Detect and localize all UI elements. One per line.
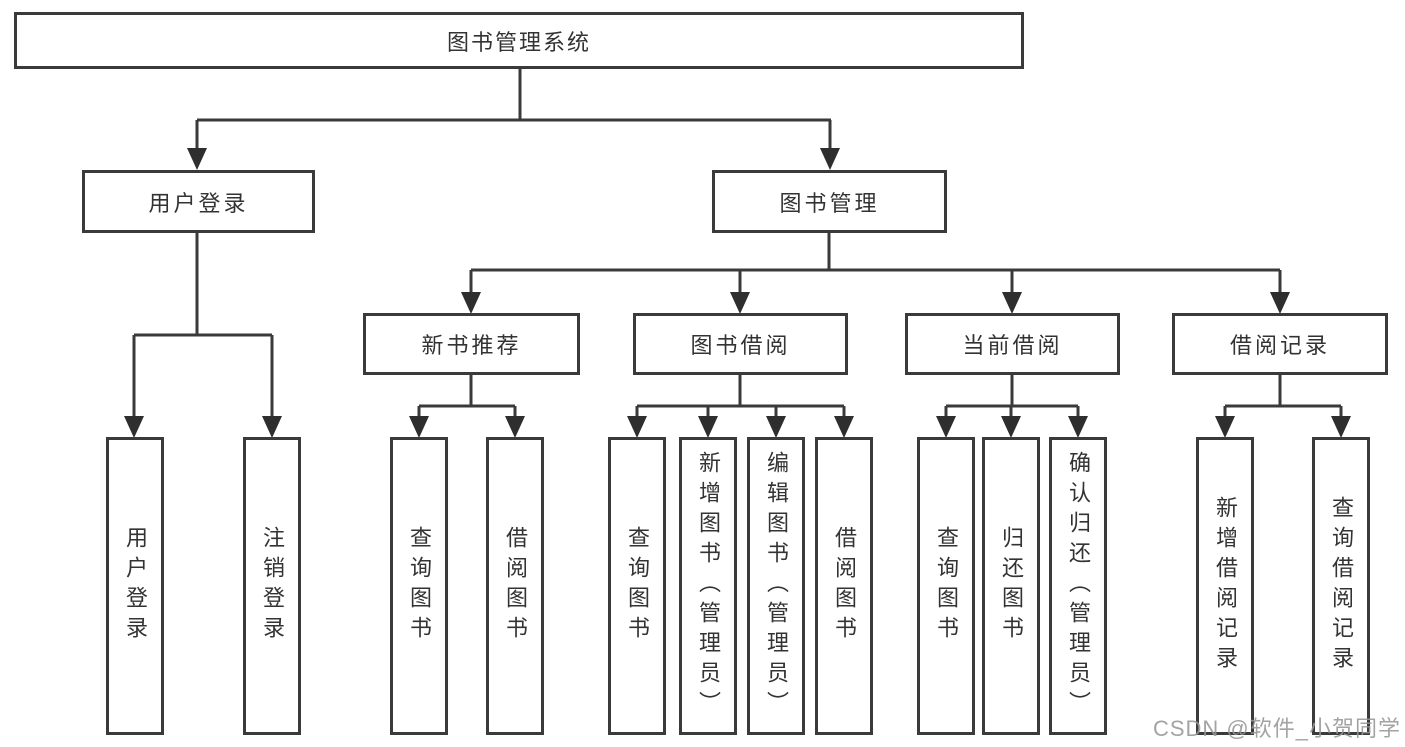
- leaf-add-borrow-record: 新增借阅记录: [1196, 437, 1254, 735]
- node-user-login: 用户登录: [82, 170, 315, 233]
- node-label: 借阅图书: [832, 526, 857, 646]
- leaf-logout: 注销登录: [243, 437, 301, 735]
- leaf-edit-book-admin: 编辑图书（管理员）: [747, 437, 805, 735]
- node-label: 查询图书: [625, 526, 650, 646]
- node-label: 图书借阅: [690, 333, 791, 358]
- node-label: 借阅图书: [503, 526, 528, 646]
- node-label: 查询图书: [407, 526, 432, 646]
- node-label: 新增图书（管理员）: [696, 451, 721, 721]
- leaf-query-books-3: 查询图书: [917, 437, 975, 735]
- leaf-add-book-admin: 新增图书（管理员）: [679, 437, 737, 735]
- leaf-user-login: 用户登录: [106, 437, 164, 735]
- node-label: 借阅记录: [1229, 333, 1330, 358]
- node-library-management-system: 图书管理系统: [14, 12, 1024, 69]
- node-current-borrow: 当前借阅: [905, 313, 1120, 375]
- node-label: 归还图书: [999, 526, 1024, 646]
- csdn-watermark: CSDN @软件_小贺同学: [1152, 716, 1401, 741]
- node-label: 注销登录: [260, 526, 285, 646]
- node-label: 用户登录: [123, 526, 148, 646]
- node-book-management: 图书管理: [712, 170, 947, 233]
- leaf-query-borrow-record: 查询借阅记录: [1312, 437, 1370, 735]
- node-label: 新增借阅记录: [1213, 496, 1238, 676]
- leaf-query-books: 查询图书: [390, 437, 448, 735]
- node-label: 用户登录: [148, 190, 249, 216]
- leaf-query-books-2: 查询图书: [608, 437, 666, 735]
- node-label: 新书推荐: [421, 333, 522, 358]
- node-new-book-recommend: 新书推荐: [363, 313, 580, 375]
- node-label: 编辑图书（管理员）: [764, 451, 789, 721]
- leaf-return-books: 归还图书: [982, 437, 1040, 735]
- leaf-confirm-return-admin: 确认归还（管理员）: [1049, 437, 1107, 735]
- node-label: 确认归还（管理员）: [1066, 451, 1091, 721]
- leaf-borrow-books: 借阅图书: [486, 437, 544, 735]
- node-label: 查询借阅记录: [1329, 496, 1354, 676]
- node-book-borrow: 图书借阅: [633, 313, 848, 375]
- node-borrow-records: 借阅记录: [1172, 313, 1388, 375]
- node-label: 查询图书: [934, 526, 959, 646]
- node-label: 图书管理系统: [446, 29, 591, 55]
- node-label: 图书管理: [779, 190, 880, 216]
- node-label: 当前借阅: [962, 333, 1063, 358]
- leaf-borrow-books-2: 借阅图书: [815, 437, 873, 735]
